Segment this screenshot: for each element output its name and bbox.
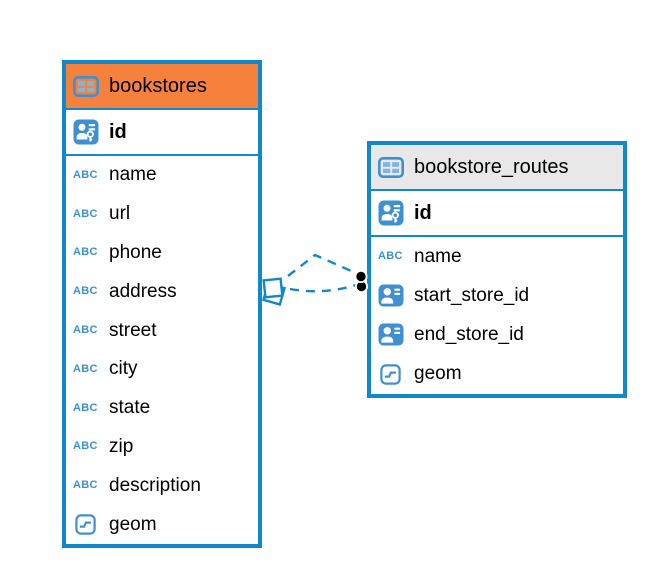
geometry-type-icon [73,514,101,535]
text-type-icon: ABC [73,207,98,220]
foreign-key-icon [378,284,406,307]
column-name: geom [109,513,157,535]
table-bookstore-routes[interactable]: bookstore_routes id ABC name [367,141,627,398]
column-name: geom [414,363,462,385]
column-row: ABC phone [66,234,258,273]
text-type-icon: ABC [73,285,98,298]
column-row: geom [371,355,623,394]
column-name: street [109,319,157,341]
column-row: ABC description [66,466,258,505]
column-row: end_store_id [371,315,623,354]
relation-line-upper [287,253,359,277]
column-name: address [109,280,177,302]
relation-source-marker [262,277,286,306]
table-header[interactable]: bookstores [66,64,258,110]
geometry-type-icon [378,363,406,385]
column-row: ABC zip [66,428,258,467]
column-row: ABC street [66,311,258,350]
text-type-icon: ABC [73,324,98,337]
column-name: city [109,358,138,380]
table-icon [378,156,406,178]
column-name: state [109,397,151,419]
column-row: ABC name [66,156,258,195]
text-type-icon: ABC [73,401,98,414]
column-row: ABC url [66,195,258,234]
primary-key-name: id [414,201,432,224]
relation-target-marker [354,269,368,293]
table-icon [73,75,101,97]
column-name: end_store_id [414,323,524,345]
primary-key-row: id [371,191,623,237]
primary-key-name: id [109,120,127,143]
column-row: start_store_id [371,276,623,315]
column-name: description [109,474,201,496]
text-type-icon: ABC [73,440,98,453]
primary-key-row: id [66,110,258,156]
text-type-icon: ABC [73,362,98,375]
column-row: ABC name [371,237,623,276]
column-row: ABC state [66,389,258,428]
table-header[interactable]: bookstore_routes [371,145,623,191]
column-name: phone [109,241,162,263]
text-type-icon: ABC [73,246,98,259]
table-title: bookstore_routes [414,155,569,178]
primary-key-icon [378,200,406,226]
foreign-key-icon [378,323,406,346]
primary-key-icon [73,119,101,145]
column-name: name [414,245,462,267]
column-row: geom [66,505,258,544]
column-name: start_store_id [414,284,530,306]
text-type-icon: ABC [378,250,403,263]
relation-line-lower [289,283,357,293]
column-name: zip [109,435,134,457]
text-type-icon: ABC [73,168,98,181]
column-name: url [109,203,131,225]
table-bookstores[interactable]: bookstores id ABC name ABC url [62,60,262,548]
column-row: ABC address [66,272,258,311]
text-type-icon: ABC [73,479,98,492]
table-title: bookstores [109,74,207,97]
relationship-lines[interactable] [287,253,359,293]
column-row: ABC city [66,350,258,389]
column-name: name [109,164,157,186]
